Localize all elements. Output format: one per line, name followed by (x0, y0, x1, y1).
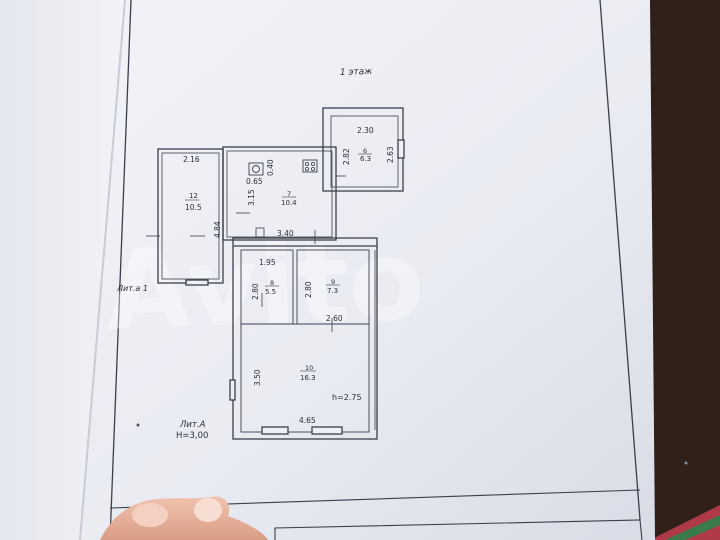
frame-right (599, 0, 641, 521)
stove-icon (248, 162, 264, 176)
room-7-dim-3-15: 3.15 (247, 189, 256, 206)
room-10-outline (240, 323, 370, 433)
room-8-dim-left: 2.80 (251, 283, 260, 300)
cooktop-icon (302, 159, 318, 173)
room-10-depth: 3.50 (253, 369, 262, 386)
room-10-number: 10 (305, 364, 313, 372)
room-6-area: 6.3 (360, 155, 371, 163)
room-8-area: 5.5 (265, 288, 276, 296)
toilet-icon (255, 227, 265, 238)
room-12-number: 12 (189, 192, 198, 200)
window (185, 279, 209, 286)
fingernail (132, 503, 168, 527)
room-7-dim-0-65: 0.65 (246, 177, 263, 186)
window (311, 426, 343, 435)
room-12-depth: 4.84 (213, 221, 222, 238)
room-12-area: 10.5 (185, 203, 202, 212)
room-10-height: h=2.75 (332, 393, 362, 402)
lit-a1-label: Лит.а 1 (116, 284, 148, 293)
window (229, 379, 236, 401)
room-7-outline (222, 146, 337, 241)
room-9-number: 9 (331, 278, 335, 286)
room-6-dim-2-82: 2.82 (342, 148, 351, 165)
room-10-area: 16.3 (300, 374, 316, 382)
floor-plan (146, 107, 405, 440)
room-8-dim-right: 2.80 (304, 281, 313, 298)
title-block (274, 519, 643, 540)
lit-a-label: Лит.А (179, 420, 206, 430)
window (397, 139, 405, 159)
room-8-width: 1.95 (259, 258, 276, 267)
room-9-width: 2.60 (326, 314, 343, 323)
room-7-width: 3.40 (277, 229, 294, 238)
room-block-outline (232, 237, 378, 440)
paper-sheet (0, 0, 655, 540)
watermark: Avito (103, 216, 426, 355)
room-8-number: 8 (270, 279, 274, 287)
window (261, 426, 289, 435)
room-10-width: 4.65 (299, 416, 316, 425)
room-6-dim-2-63: 2.63 (386, 146, 395, 163)
room-6-number: 6 (363, 147, 367, 155)
frame-left (109, 0, 132, 540)
fingernail (194, 498, 222, 522)
room-7-number: 7 (287, 190, 291, 198)
room-7-dim-0-40: 0.40 (266, 159, 275, 176)
room-7-area: 10.4 (281, 199, 297, 207)
lit-a-height: H=3,00 (176, 431, 208, 441)
room-12-width: 2.16 (183, 155, 200, 164)
paper-left-page (0, 0, 125, 540)
page-fold (79, 0, 126, 540)
room-9-area: 7.3 (327, 287, 338, 295)
floor-title: 1 этаж (340, 67, 374, 78)
room-6-width: 2.30 (357, 126, 374, 135)
